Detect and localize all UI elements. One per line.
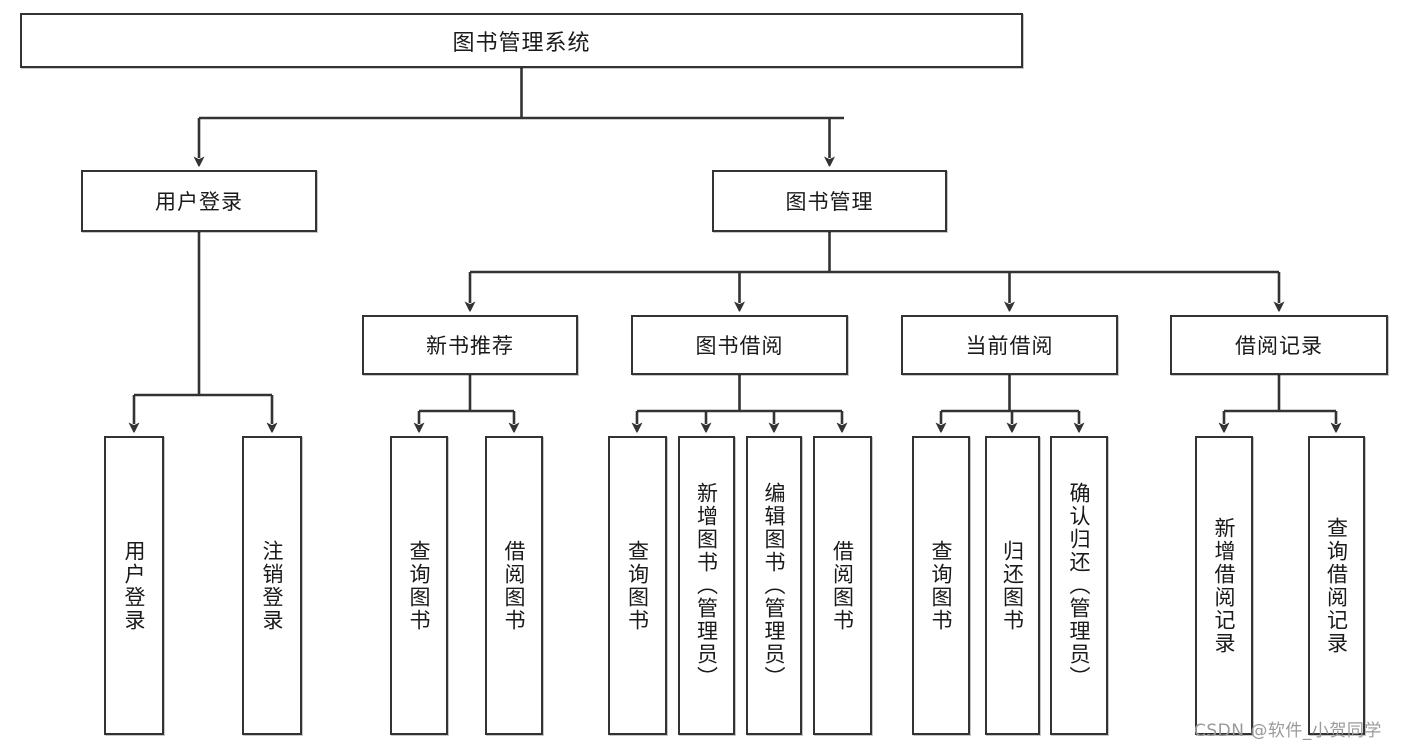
node-label: 当前借阅 bbox=[965, 334, 1054, 358]
node-label: 图书管理 bbox=[785, 190, 874, 214]
leaf-currentborrow-query-book[interactable]: 查询图书 bbox=[912, 436, 970, 735]
leaf-user-login-signin[interactable]: 用户登录 bbox=[104, 436, 164, 735]
node-label: 借阅图书 bbox=[502, 539, 527, 632]
leaf-bookborrow-query-book[interactable]: 查询图书 bbox=[608, 436, 667, 735]
node-label: 查询图书 bbox=[929, 539, 954, 632]
node-label: 借阅记录 bbox=[1235, 334, 1323, 358]
leaf-currentborrow-return-book[interactable]: 归还图书 bbox=[985, 436, 1040, 735]
leaf-currentborrow-confirm-return-admin[interactable]: 确认归还（管理员） bbox=[1050, 436, 1108, 735]
leaf-bookborrow-borrow-book[interactable]: 借阅图书 bbox=[813, 436, 872, 735]
leaf-borrowrecord-add-record[interactable]: 新增借阅记录 bbox=[1195, 436, 1253, 735]
node-label: 用户登录 bbox=[122, 539, 147, 632]
node-label: 查询图书 bbox=[407, 539, 432, 632]
node-user-login[interactable]: 用户登录 bbox=[81, 170, 317, 232]
leaf-bookborrow-add-book-admin[interactable]: 新增图书（管理员） bbox=[678, 436, 735, 735]
leaf-borrowrecord-query-record[interactable]: 查询借阅记录 bbox=[1308, 436, 1365, 735]
node-book-borrow[interactable]: 图书借阅 bbox=[631, 315, 848, 375]
leaf-newbook-query-book[interactable]: 查询图书 bbox=[390, 436, 448, 735]
csdn-watermark: CSDN @软件_小贺同学 bbox=[1194, 721, 1382, 741]
node-label: 查询图书 bbox=[625, 539, 650, 632]
node-label: 用户登录 bbox=[155, 190, 243, 214]
node-label: 新增借阅记录 bbox=[1212, 516, 1237, 655]
node-label: 借阅图书 bbox=[830, 539, 855, 632]
node-label: 新增图书（管理员） bbox=[694, 482, 719, 689]
node-label: 图书借阅 bbox=[695, 334, 784, 358]
node-label: 归还图书 bbox=[1000, 539, 1025, 632]
leaf-newbook-borrow-book[interactable]: 借阅图书 bbox=[485, 436, 543, 735]
leaf-bookborrow-edit-book-admin[interactable]: 编辑图书（管理员） bbox=[746, 436, 802, 735]
node-root-system[interactable]: 图书管理系统 bbox=[20, 13, 1023, 68]
node-label: 图书管理系统 bbox=[452, 30, 591, 56]
node-label: 注销登录 bbox=[260, 539, 285, 632]
node-label: 新书推荐 bbox=[426, 334, 514, 358]
node-new-book-recommend[interactable]: 新书推荐 bbox=[362, 315, 578, 375]
node-borrow-record[interactable]: 借阅记录 bbox=[1170, 315, 1388, 375]
node-label: 查询借阅记录 bbox=[1324, 516, 1349, 655]
leaf-user-login-signout[interactable]: 注销登录 bbox=[242, 436, 302, 735]
node-current-borrow[interactable]: 当前借阅 bbox=[901, 315, 1118, 375]
node-label: 确认归还（管理员） bbox=[1067, 482, 1092, 689]
node-book-management[interactable]: 图书管理 bbox=[712, 170, 947, 232]
node-label: 编辑图书（管理员） bbox=[762, 482, 787, 689]
